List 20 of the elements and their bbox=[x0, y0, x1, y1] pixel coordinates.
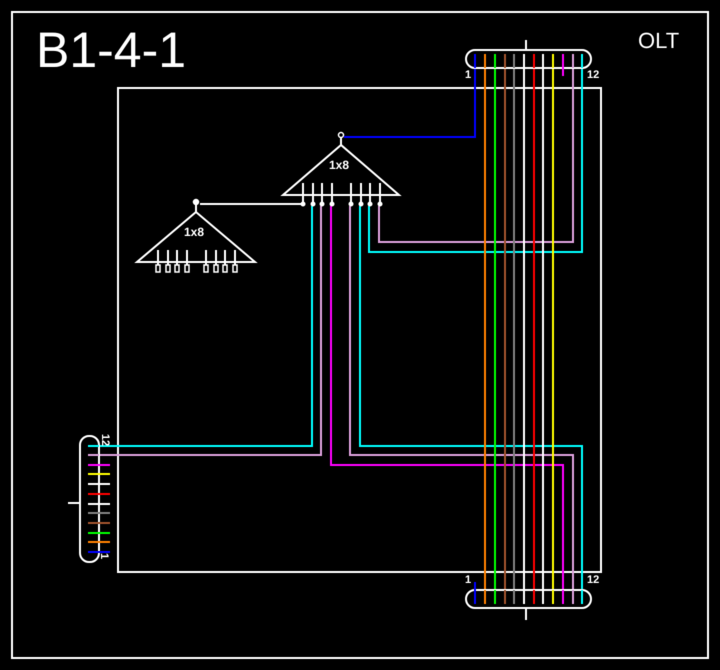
split-ratio: 1x8 bbox=[184, 226, 204, 238]
fiber-line bbox=[533, 68, 535, 590]
fiber-number: 1 bbox=[465, 69, 472, 81]
fiber-number: 1 bbox=[465, 574, 472, 586]
diagram-title: B1-4-1 bbox=[36, 22, 186, 78]
equipment-label: OLT bbox=[638, 28, 680, 54]
fiber-line bbox=[552, 68, 554, 590]
fiber-line bbox=[523, 68, 525, 590]
fiber-line bbox=[542, 68, 544, 590]
fiber-number: 1 bbox=[98, 552, 110, 560]
fiber-line bbox=[484, 68, 486, 590]
fiber-line bbox=[513, 68, 515, 590]
split-ratio: 1x8 bbox=[329, 159, 350, 171]
fiber-number: 12 bbox=[99, 434, 112, 446]
fiber-line bbox=[504, 68, 506, 590]
fiber-number: 12 bbox=[587, 69, 600, 81]
fiber-line bbox=[200, 203, 302, 205]
fiber-line bbox=[344, 68, 476, 138]
fiber-number: 12 bbox=[587, 574, 600, 586]
fiber-line bbox=[494, 68, 496, 590]
